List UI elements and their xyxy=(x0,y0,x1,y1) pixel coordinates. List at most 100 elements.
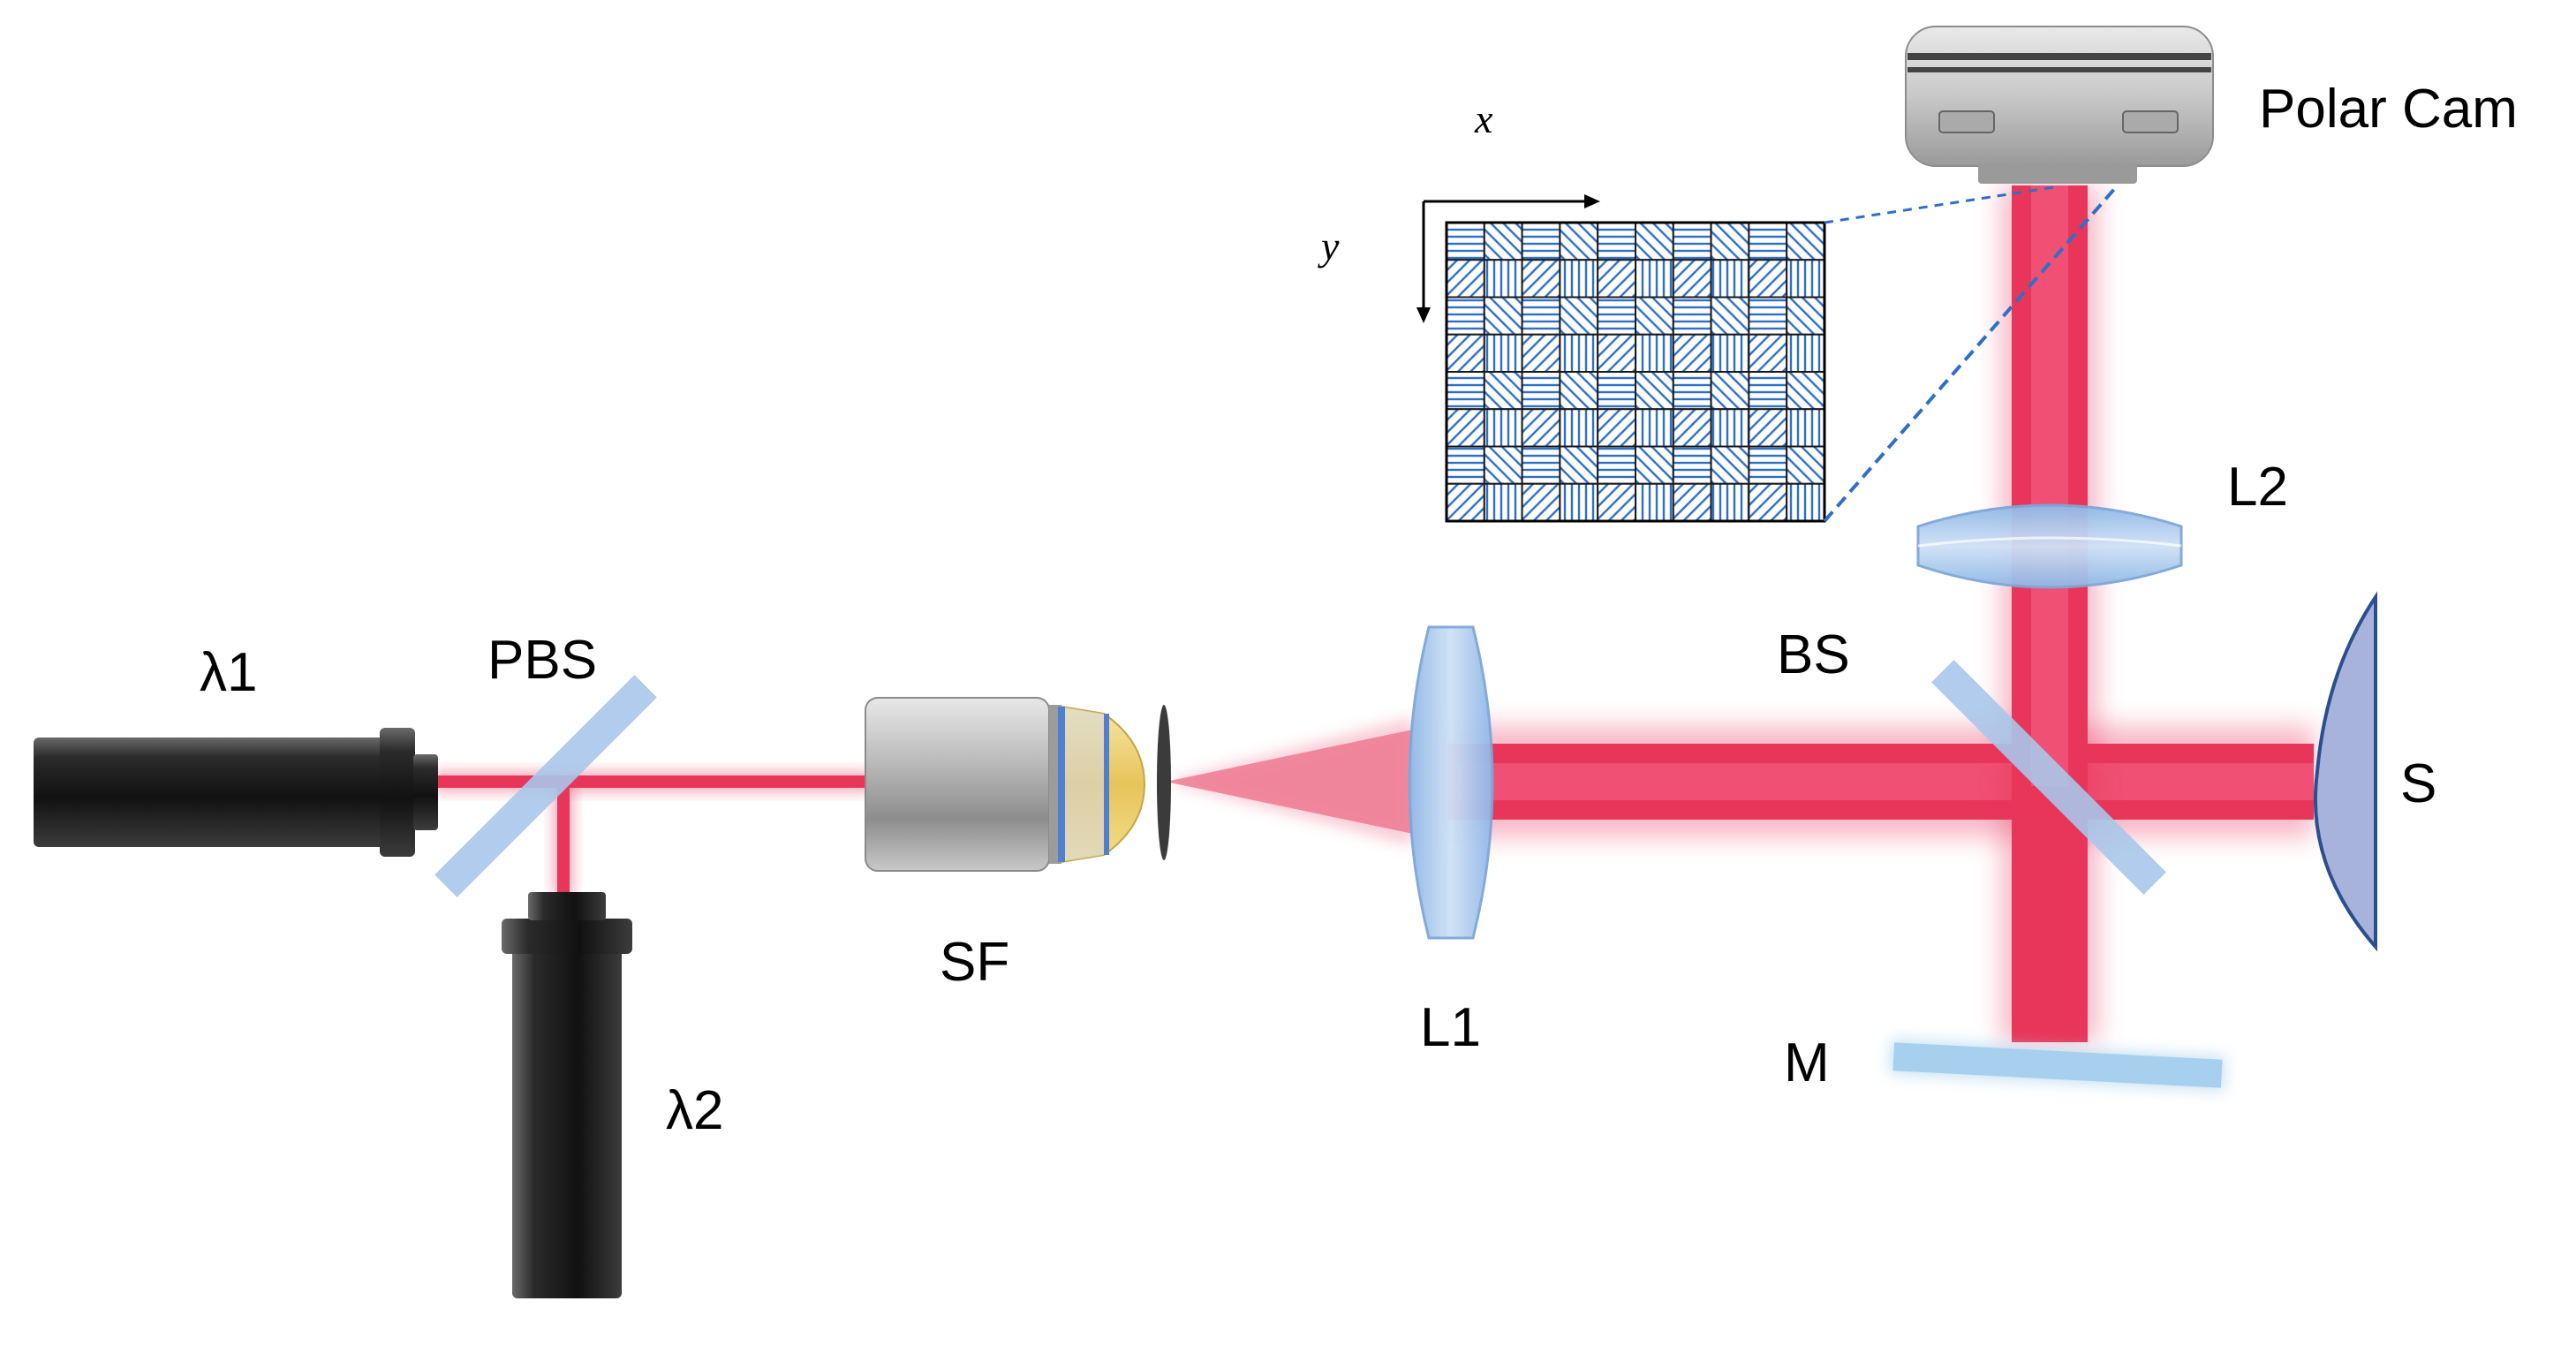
polarizer-pixel-diagonal-135 xyxy=(1597,259,1636,299)
laser-1 xyxy=(34,728,438,857)
label-m: M xyxy=(1784,1033,1830,1093)
polarizer-pixel-diagonal-135 xyxy=(1672,259,1712,299)
polarizer-pixel-diagonal-45 xyxy=(1635,445,1674,485)
label-l2: L2 xyxy=(2227,457,2288,518)
zoom-line-bottom xyxy=(1823,185,2118,523)
polarizer-pixel-diagonal-135 xyxy=(1672,333,1712,373)
polarizer-pixel-vertical xyxy=(1710,482,1750,522)
label-laser2: λ2 xyxy=(666,1080,723,1141)
polarizer-pixel-diagonal-135 xyxy=(1446,259,1485,299)
polarizer-pixel-vertical xyxy=(1635,482,1674,522)
polarizer-pixel-diagonal-135 xyxy=(1521,259,1561,299)
polarizer-pixel-diagonal-135 xyxy=(1748,259,1788,299)
polarizer-pixel-diagonal-45 xyxy=(1786,296,1825,336)
label-axis-y: y xyxy=(1318,223,1340,269)
lens-l1 xyxy=(1408,625,1494,940)
polarizer-pixel-horizontal xyxy=(1597,296,1636,336)
polarizer-pixel-vertical xyxy=(1786,333,1825,373)
axis-arrows xyxy=(1416,194,1600,323)
polarizer-pixel-vertical xyxy=(1483,408,1523,448)
polarizer-pixel-diagonal-45 xyxy=(1559,222,1599,261)
polarizer-pixel-horizontal xyxy=(1521,222,1561,261)
label-bs: BS xyxy=(1777,624,1850,685)
polarizer-pixel-horizontal xyxy=(1748,296,1788,336)
polarizer-pixel-diagonal-45 xyxy=(1559,445,1599,485)
pinhole xyxy=(1157,705,1171,860)
polarizer-pixel-diagonal-135 xyxy=(1748,333,1788,373)
polarizer-pixel-diagonal-45 xyxy=(1786,445,1825,485)
polarizer-pixel-horizontal xyxy=(1672,445,1712,485)
polarizer-pixel-diagonal-135 xyxy=(1521,333,1561,373)
polarizer-pixel-diagonal-135 xyxy=(1446,408,1485,448)
polarizer-pixel-vertical xyxy=(1483,259,1523,299)
polarizer-pixel-vertical xyxy=(1710,333,1750,373)
label-s: S xyxy=(2400,753,2436,814)
polarizer-pixel-horizontal xyxy=(1672,371,1712,411)
polarizer-pixel-diagonal-45 xyxy=(1635,371,1674,411)
mirror xyxy=(1889,1039,2226,1092)
polarizer-array-inset xyxy=(1445,221,1826,523)
polarizer-pixel-vertical xyxy=(1559,482,1599,522)
polarizer-array-border xyxy=(1445,221,1826,523)
polarizer-pixel-diagonal-45 xyxy=(1483,445,1523,485)
label-sf: SF xyxy=(940,932,1009,993)
polarizer-pixel-horizontal xyxy=(1672,222,1712,261)
polarizer-pixel-diagonal-135 xyxy=(1672,408,1712,448)
polarizer-pixel-vertical xyxy=(1786,408,1825,448)
label-laser1: λ1 xyxy=(200,642,257,703)
polarizer-pixel-horizontal xyxy=(1597,445,1636,485)
polarizer-pixel-diagonal-45 xyxy=(1635,222,1674,261)
spatial-filter xyxy=(865,697,1171,872)
polarizer-pixel-vertical xyxy=(1559,259,1599,299)
polarizer-pixel-vertical xyxy=(1559,408,1599,448)
label-camera: Polar Cam xyxy=(2259,79,2518,140)
polarizer-pixel-horizontal xyxy=(1446,371,1485,411)
polarizer-pixel-diagonal-45 xyxy=(1559,371,1599,411)
polarizer-pixel-horizontal xyxy=(1521,296,1561,336)
polar-camera xyxy=(1905,26,2214,184)
polarizer-pixel-horizontal xyxy=(1597,371,1636,411)
polarizer-pixel-diagonal-45 xyxy=(1635,296,1674,336)
polarizer-pixel-diagonal-45 xyxy=(1559,296,1599,336)
polarizer-pixel-horizontal xyxy=(1748,445,1788,485)
polarizer-pixel-diagonal-135 xyxy=(1446,333,1485,373)
polarizer-pixel-vertical xyxy=(1559,333,1599,373)
polarizer-pixel-diagonal-45 xyxy=(1710,222,1750,261)
polarizer-pixel-diagonal-45 xyxy=(1710,371,1750,411)
polarizer-pixel-horizontal xyxy=(1597,222,1636,261)
zoom-line-top xyxy=(1824,185,2055,224)
label-pbs: PBS xyxy=(487,630,597,691)
polarizing-beam-splitter xyxy=(434,675,657,897)
polarizer-pixel-vertical xyxy=(1786,259,1825,299)
polarizer-pixel-diagonal-135 xyxy=(1521,482,1561,522)
beam-splitter xyxy=(1931,660,2166,895)
polarizer-pixel-diagonal-45 xyxy=(1483,296,1523,336)
polarizer-pixel-horizontal xyxy=(1748,222,1788,261)
polarizer-pixel-diagonal-135 xyxy=(1597,482,1636,522)
polarizer-pixel-vertical xyxy=(1710,408,1750,448)
polarizer-pixel-vertical xyxy=(1635,259,1674,299)
polarizer-pixel-diagonal-135 xyxy=(1597,408,1636,448)
polarizer-pixel-vertical xyxy=(1710,259,1750,299)
lens-l2 xyxy=(1916,503,2183,589)
laser-beams xyxy=(433,185,2314,1042)
polarizer-pixel-vertical xyxy=(1635,408,1674,448)
polarizer-pixel-diagonal-135 xyxy=(1672,482,1712,522)
sample xyxy=(2313,591,2377,952)
polarizer-pixel-horizontal xyxy=(1748,371,1788,411)
polarizer-pixel-horizontal xyxy=(1446,445,1485,485)
polarizer-pixel-horizontal xyxy=(1521,371,1561,411)
label-axis-x: x xyxy=(1474,96,1493,141)
polarizer-pixel-diagonal-45 xyxy=(1786,222,1825,261)
polarizer-pixel-diagonal-135 xyxy=(1446,482,1485,522)
polarizer-pixel-horizontal xyxy=(1672,296,1712,336)
polarizer-pixel-vertical xyxy=(1483,333,1523,373)
polarizer-pixel-horizontal xyxy=(1446,222,1485,261)
label-l1: L1 xyxy=(1420,997,1481,1058)
polarizer-pixel-vertical xyxy=(1786,482,1825,522)
polarizer-pixel-diagonal-45 xyxy=(1483,222,1523,261)
polarizer-pixel-vertical xyxy=(1483,482,1523,522)
polarizer-pixel-diagonal-135 xyxy=(1521,408,1561,448)
polarizer-pixel-diagonal-45 xyxy=(1483,371,1523,411)
